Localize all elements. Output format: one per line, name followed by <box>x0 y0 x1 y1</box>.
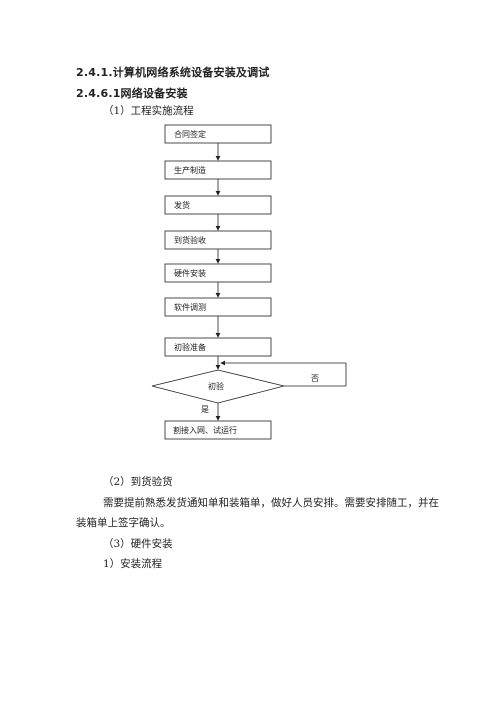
svg-text:初验: 初验 <box>208 381 224 391</box>
flow-step-7: 初验准备 <box>164 337 272 357</box>
flow-step-6: 软件调测 <box>164 297 272 317</box>
svg-text:到货验收: 到货验收 <box>174 235 206 245</box>
svg-text:生产制造: 生产制造 <box>174 165 206 175</box>
arrival-text-line-1: 需要提前熟悉发货通知单和装箱单，做好人员安排。需要安排随工，并在 <box>103 497 439 509</box>
process-title: （1）工程实施流程 <box>103 105 194 117</box>
flow-decision: 初验 <box>151 369 285 404</box>
svg-text:软件调测: 软件调测 <box>174 302 206 312</box>
subsection-heading: 2.4.6.1网络设备安装 <box>76 87 188 100</box>
flow-step-3: 发货 <box>164 195 272 215</box>
arrival-text-line-2: 装箱单上签字确认。 <box>76 517 171 529</box>
arrival-title: （2）到货验货 <box>103 476 173 488</box>
install-process-subtitle: 1）安装流程 <box>103 558 163 570</box>
flow-final: 割接入网、试运行 <box>164 420 272 440</box>
flow-arrows <box>215 143 347 421</box>
svg-text:割接入网、试运行: 割接入网、试运行 <box>173 425 237 435</box>
svg-text:初验准备: 初验准备 <box>174 342 206 352</box>
svg-text:合同签定: 合同签定 <box>174 129 206 139</box>
section-heading: 2.4.1.计算机网络系统设备安装及调试 <box>76 66 270 79</box>
svg-text:硬件安装: 硬件安装 <box>174 268 206 278</box>
no-label: 否 <box>311 374 319 383</box>
flow-step-5: 硬件安装 <box>164 263 272 283</box>
hardware-install-title: （3）硬件安装 <box>103 538 173 550</box>
flow-step-1: 合同签定 <box>164 124 272 144</box>
flow-step-2: 生产制造 <box>164 160 272 180</box>
yes-label: 是 <box>201 405 209 414</box>
svg-text:发货: 发货 <box>174 200 190 210</box>
flow-step-4: 到货验收 <box>164 230 272 250</box>
